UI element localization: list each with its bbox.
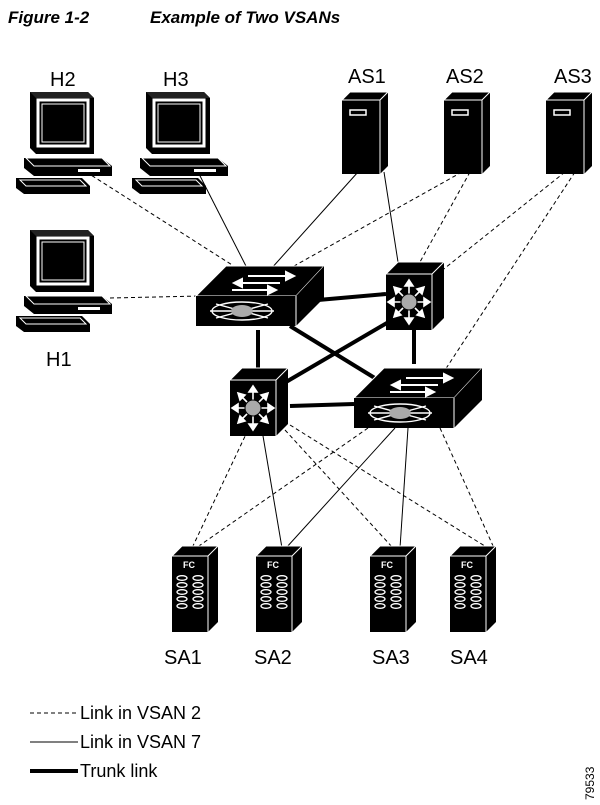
legend-trunk: Trunk link bbox=[30, 761, 158, 781]
server-as1[interactable]: AS1 bbox=[341, 66, 389, 175]
link-h2-swa bbox=[79, 167, 241, 271]
link-as3-swd bbox=[444, 171, 576, 371]
link-as1-swb bbox=[383, 171, 399, 263]
link-as2-swb bbox=[419, 171, 471, 263]
storage-sa1-label: SA1 bbox=[164, 647, 202, 669]
link-swc-sa2 bbox=[261, 429, 283, 549]
link-swd-sa2 bbox=[285, 427, 396, 549]
legend-trunk-text: Trunk link bbox=[80, 761, 158, 781]
link-swd-sa3 bbox=[399, 427, 409, 549]
link-swc-sa1 bbox=[191, 429, 249, 549]
vsan7-links bbox=[195, 167, 409, 549]
link-as3-swb bbox=[439, 171, 566, 273]
server-as3[interactable]: AS3 bbox=[545, 66, 593, 175]
legend-vsan2-text: Link in VSAN 2 bbox=[80, 703, 201, 723]
trunk-swb-swc bbox=[284, 318, 394, 384]
switch-director-top[interactable] bbox=[385, 261, 445, 331]
switch-director-bottom[interactable] bbox=[229, 367, 289, 437]
host-h2-label: H2 bbox=[50, 69, 76, 91]
figure-id: 79533 bbox=[583, 766, 597, 800]
legend-vsan2: Link in VSAN 2 bbox=[30, 703, 201, 723]
trunk-swa-swb bbox=[317, 292, 387, 302]
host-h2[interactable]: H2 bbox=[14, 69, 114, 196]
storage-sa1-badge: FC bbox=[183, 560, 195, 570]
link-as2-swa bbox=[277, 171, 463, 276]
link-swd-sa1 bbox=[195, 427, 369, 549]
trunk-links bbox=[256, 292, 416, 408]
switch-multilayer-top[interactable] bbox=[195, 265, 325, 327]
server-as3-label: AS3 bbox=[554, 66, 592, 88]
link-h1-swa bbox=[109, 295, 201, 299]
trunk-swc-swd bbox=[289, 402, 355, 408]
host-h1[interactable]: H1 bbox=[14, 228, 114, 371]
link-as1-swa bbox=[269, 171, 359, 271]
legend: Link in VSAN 2 Link in VSAN 7 Trunk link bbox=[30, 703, 201, 781]
storage-sa2-label: SA2 bbox=[254, 647, 292, 669]
host-h3-label: H3 bbox=[163, 69, 189, 91]
legend-vsan7-text: Link in VSAN 7 bbox=[80, 732, 201, 752]
server-as2[interactable]: AS2 bbox=[443, 66, 491, 175]
storage-sa4-label: SA4 bbox=[450, 647, 488, 669]
storage-sa4-badge: FC bbox=[461, 560, 473, 570]
storage-sa1[interactable]: FC SA1 bbox=[164, 545, 219, 669]
storage-sa3-label: SA3 bbox=[372, 647, 410, 669]
storage-sa3[interactable]: FC SA3 bbox=[369, 545, 417, 669]
legend-vsan7: Link in VSAN 7 bbox=[30, 732, 201, 752]
link-swc-sa4 bbox=[289, 424, 489, 549]
server-as2-label: AS2 bbox=[446, 66, 484, 88]
host-h1-label: H1 bbox=[46, 349, 72, 371]
figure-number: Figure 1-2 bbox=[8, 8, 90, 27]
figure-title: Example of Two VSANs bbox=[150, 8, 341, 27]
host-h3[interactable]: H3 bbox=[130, 69, 230, 196]
storage-sa2[interactable]: FC SA2 bbox=[254, 545, 303, 669]
server-as1-label: AS1 bbox=[348, 66, 386, 88]
storage-sa2-badge: FC bbox=[267, 560, 279, 570]
storage-sa4[interactable]: FC SA4 bbox=[449, 545, 497, 669]
link-h3-swa bbox=[195, 167, 249, 271]
link-swd-sa4 bbox=[439, 427, 495, 549]
storage-sa3-badge: FC bbox=[381, 560, 393, 570]
